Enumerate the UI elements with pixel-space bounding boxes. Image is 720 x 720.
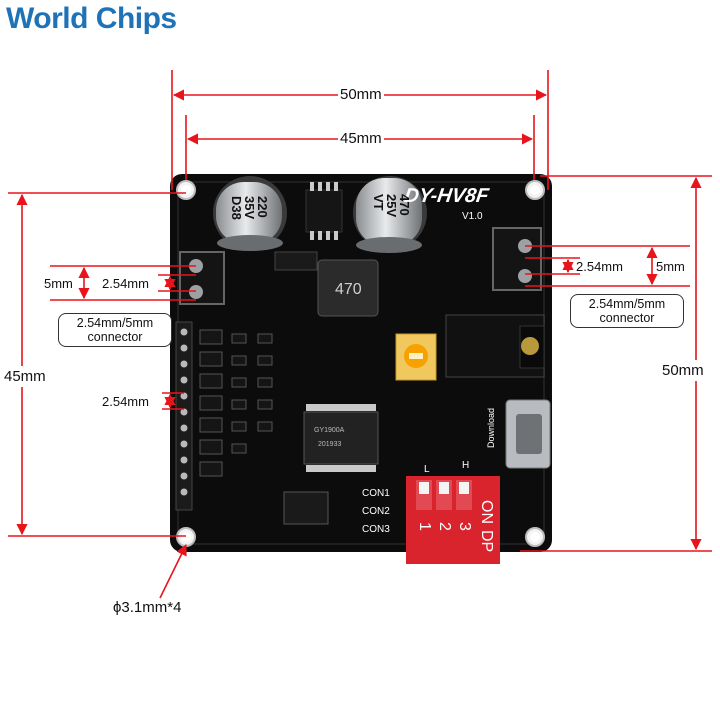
pcb-board (170, 174, 552, 564)
right-connector-label: 2.54mm/5mm connector (570, 294, 684, 328)
cap2-line1: 470 (397, 194, 412, 216)
dim-width-outer: 50mm (338, 86, 384, 103)
dip-3-label: 3 (456, 522, 473, 531)
main-ic (303, 404, 379, 472)
capacitor-470 (353, 176, 427, 253)
pin-header (175, 321, 193, 511)
con2-label: CON2 (362, 506, 390, 517)
cap1-line3: D38 (229, 196, 244, 220)
dip-l-label: L (424, 464, 430, 475)
left-connector-line1: 2.54mm/5mm (76, 316, 154, 330)
dim-height-right: 50mm (662, 360, 704, 381)
inductor (317, 259, 379, 317)
dim-right-254: 2.54mm (576, 259, 623, 274)
dim-left-5mm: 5mm (44, 276, 73, 291)
top-ic (305, 182, 343, 240)
hole-diameter-label: ϕ3.1mm*4 (113, 599, 182, 616)
con1-label: CON1 (362, 488, 390, 499)
left-terminal (179, 251, 225, 305)
left-connector-label: 2.54mm/5mm connector (58, 313, 172, 347)
dim-header-254: 2.54mm (102, 394, 149, 409)
download-label: Download (486, 408, 496, 448)
cap2-line3: VT (371, 194, 386, 211)
board-model: DY-HV8F (403, 185, 491, 207)
cap1-line1: 220 (255, 196, 270, 218)
inductor-label: 470 (335, 281, 362, 298)
potentiometer (395, 333, 437, 381)
dim-right-5mm: 5mm (656, 259, 685, 274)
dim-left-254: 2.54mm (102, 276, 149, 291)
left-connector-line2: connector (87, 330, 143, 344)
capacitor-220 (213, 176, 287, 251)
dip-switch (406, 476, 500, 564)
right-terminal (492, 227, 542, 291)
con3-label: CON3 (362, 524, 390, 535)
right-connector-line1: 2.54mm/5mm (588, 297, 666, 311)
dim-width-inner: 45mm (338, 130, 384, 147)
cap1-line2: 35V (242, 196, 257, 219)
logo-word-world: World (6, 2, 88, 35)
dip-dp-label: DP (478, 530, 495, 552)
dim-height-left: 45mm (4, 366, 46, 387)
dip-on-label: ON (478, 500, 495, 524)
main-ic-label-1: GY1900A (314, 427, 345, 434)
board-version: V1.0 (462, 211, 483, 222)
cap2-line2: 25V (384, 194, 399, 217)
audio-jack (445, 314, 545, 378)
dip-h-label: H (462, 460, 469, 471)
main-ic-label-2: 201933 (318, 441, 341, 448)
right-connector-line2: connector (599, 311, 655, 325)
logo-word-chips: Chips (95, 2, 177, 35)
smd-components (199, 329, 273, 477)
brand-logo: World Chips (6, 2, 177, 36)
dip-1-label: 1 (416, 522, 433, 531)
micro-usb (505, 399, 551, 469)
dip-2-label: 2 (436, 522, 453, 531)
